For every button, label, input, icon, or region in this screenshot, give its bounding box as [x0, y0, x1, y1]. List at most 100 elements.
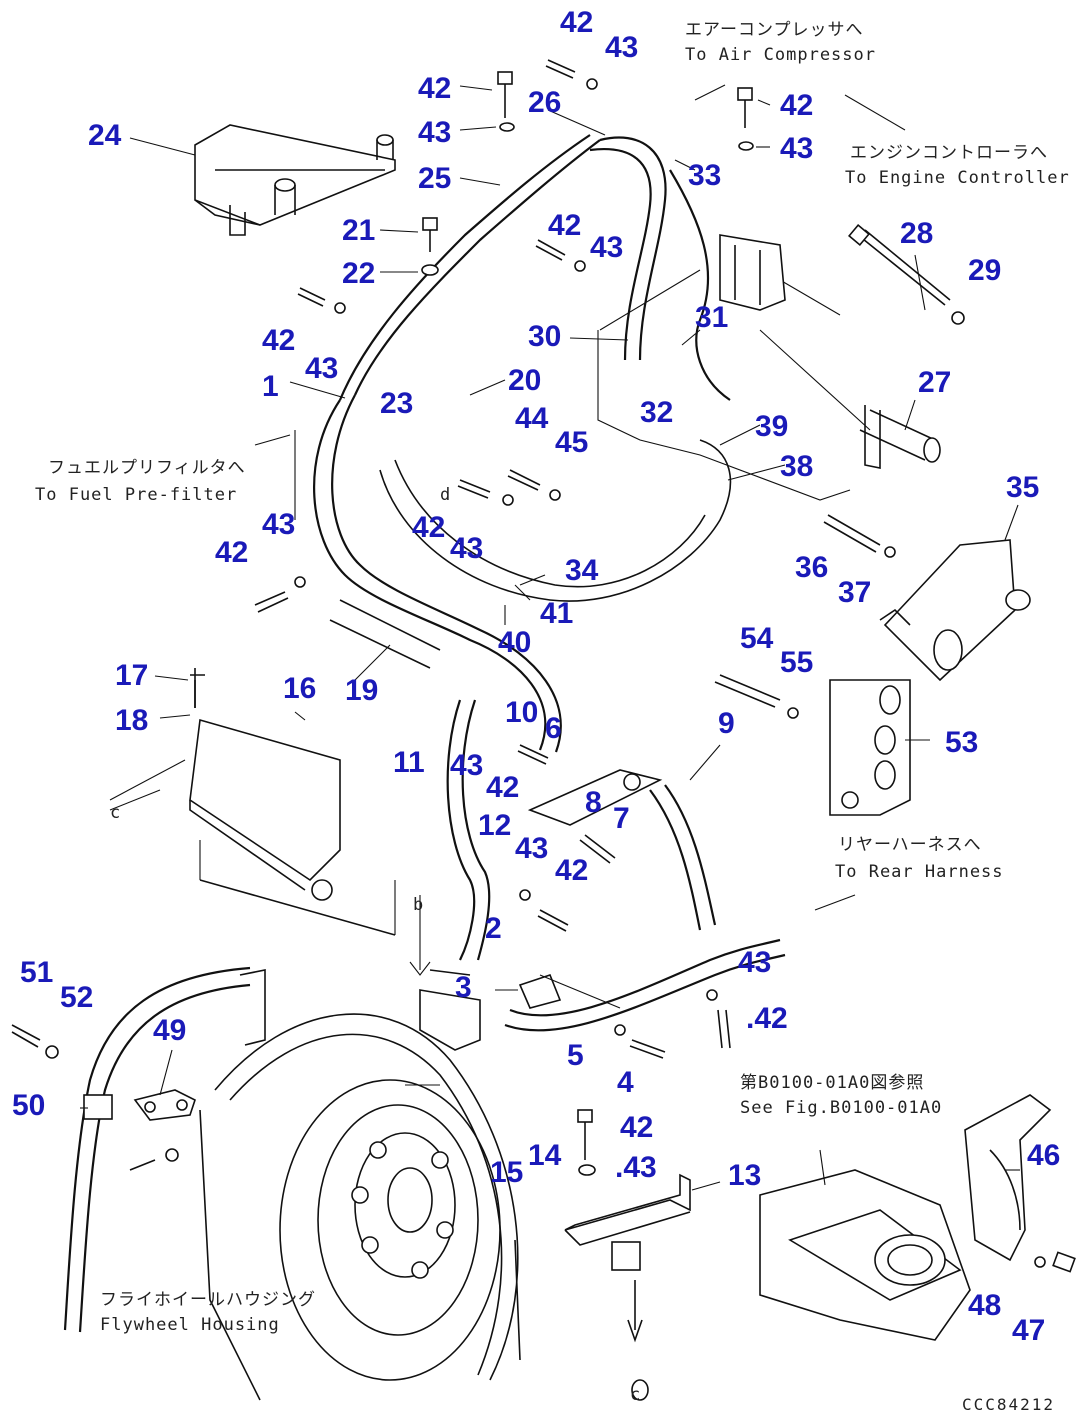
part-label: c — [110, 803, 121, 823]
part-label: 20 — [508, 364, 541, 397]
part-label: 4 — [617, 1066, 634, 1099]
part-label: 26 — [528, 86, 561, 119]
part-label: 41 — [540, 597, 573, 630]
part-label: 24 — [88, 119, 122, 152]
fastener-icons — [194, 59, 754, 1059]
part-label: 53 — [945, 726, 978, 759]
part-label: 42 — [262, 324, 295, 357]
part-label: 38 — [780, 450, 813, 483]
part-label: 8 — [585, 786, 602, 819]
note-flywheel-housing-en: Flywheel Housing — [100, 1315, 280, 1335]
part-label: 16 — [283, 672, 316, 705]
part-label: 30 — [528, 320, 561, 353]
note-fuel-prefilter: フュエルプリフィルタへ To Fuel Pre-filter — [35, 458, 246, 505]
part-label: 34 — [565, 554, 599, 587]
part-label: 43 — [418, 116, 451, 149]
part-label: 51 — [20, 956, 53, 989]
part-label: 37 — [838, 576, 871, 609]
part-label: 52 — [60, 981, 93, 1014]
part-label: .42 — [746, 1002, 788, 1035]
part-label: 46 — [1027, 1139, 1060, 1172]
part-label: 25 — [418, 162, 451, 195]
part-label: 19 — [345, 674, 378, 707]
part-label: 7 — [613, 802, 630, 835]
part-label: d — [440, 485, 451, 505]
part-label: 40 — [498, 626, 531, 659]
part-label: 43 — [605, 31, 638, 64]
part-label: 42 — [486, 771, 519, 804]
part-label: 35 — [1006, 471, 1039, 504]
part-label: 14 — [528, 1139, 562, 1172]
part-label: 3 — [455, 971, 472, 1004]
part-label: 43 — [262, 508, 295, 541]
part-label: 42 — [780, 89, 813, 122]
note-rear-harness-jp: リヤーハーネスへ — [838, 835, 982, 855]
note-flywheel-housing: フライホイールハウジング Flywheel Housing — [100, 1290, 316, 1335]
note-air-compressor-jp: エアーコンプレッサへ — [685, 20, 863, 40]
note-rear-harness-en: To Rear Harness — [835, 862, 1004, 882]
part-label: 43 — [590, 231, 623, 264]
note-air-compressor: エアーコンプレッサへ To Air Compressor — [685, 20, 876, 65]
note-air-compressor-en: To Air Compressor — [685, 45, 876, 65]
part-label: 1 — [262, 370, 279, 403]
part-label: 42 — [548, 209, 581, 242]
part-label: 18 — [115, 704, 148, 737]
note-see-fig: 第B0100-01A0図参照 See Fig.B0100-01A0 — [740, 1073, 942, 1118]
note-fuel-prefilter-jp: フュエルプリフィルタへ — [48, 458, 246, 478]
part-label: 42 — [215, 536, 248, 569]
part-label: 10 — [505, 696, 538, 729]
part-label: 32 — [640, 396, 673, 429]
diagram-artwork — [11, 59, 1076, 1401]
part-label: c — [630, 1385, 641, 1405]
leader-lines — [80, 85, 1020, 1191]
part-label: 42 — [555, 854, 588, 887]
part-label: 11 — [393, 746, 425, 779]
part-label: 50 — [12, 1089, 45, 1122]
part-label: b — [413, 895, 424, 915]
part-label: 22 — [342, 257, 375, 290]
part-label: 42 — [560, 6, 593, 39]
part-label: 29 — [968, 254, 1001, 287]
part-label: 2 — [485, 912, 502, 945]
part-label: 42 — [412, 511, 445, 544]
note-flywheel-housing-jp: フライホイールハウジング — [100, 1290, 316, 1310]
note-rear-harness: リヤーハーネスへ To Rear Harness — [835, 835, 1004, 882]
part-label: 43 — [738, 946, 771, 979]
part-label: 39 — [755, 410, 788, 443]
part-label: 33 — [688, 159, 721, 192]
part-callouts: 42 43 42 43 26 24 25 33 42 43 21 42 43 2… — [12, 6, 1060, 1405]
drawing-code: CCC84212 — [962, 1395, 1055, 1414]
part-label: 5 — [567, 1039, 584, 1072]
part-label: 42 — [418, 72, 451, 105]
part-label: 12 — [478, 809, 511, 842]
part-label: 47 — [1012, 1314, 1045, 1347]
note-see-fig-en: See Fig.B0100-01A0 — [740, 1098, 942, 1118]
note-engine-controller: エンジンコントローラへ To Engine Controller — [845, 143, 1070, 188]
part-label: 28 — [900, 217, 933, 250]
part-label: 31 — [695, 301, 728, 334]
part-label: 43 — [305, 352, 338, 385]
part-label: 55 — [780, 646, 813, 679]
part-label: 42 — [620, 1111, 653, 1144]
part-label: 21 — [342, 214, 375, 247]
part-label: 48 — [968, 1289, 1001, 1322]
part-label: 17 — [115, 659, 148, 692]
note-engine-controller-jp: エンジンコントローラへ — [850, 143, 1048, 163]
part-label: 9 — [718, 707, 735, 740]
note-engine-controller-en: To Engine Controller — [845, 168, 1070, 188]
part-label: 43 — [450, 749, 483, 782]
part-label: .43 — [615, 1151, 657, 1184]
note-fuel-prefilter-en: To Fuel Pre-filter — [35, 485, 237, 505]
part-label: 15 — [490, 1156, 523, 1189]
part-label: 43 — [515, 832, 548, 865]
part-label: 13 — [728, 1159, 761, 1192]
part-label: 36 — [795, 551, 828, 584]
note-see-fig-jp: 第B0100-01A0図参照 — [740, 1073, 924, 1093]
part-label: 44 — [515, 402, 549, 435]
part-label: 54 — [740, 622, 774, 655]
part-label: 43 — [780, 132, 813, 165]
part-label: 23 — [380, 387, 413, 420]
part-label: 49 — [153, 1014, 186, 1047]
part-label: 43 — [450, 532, 483, 565]
